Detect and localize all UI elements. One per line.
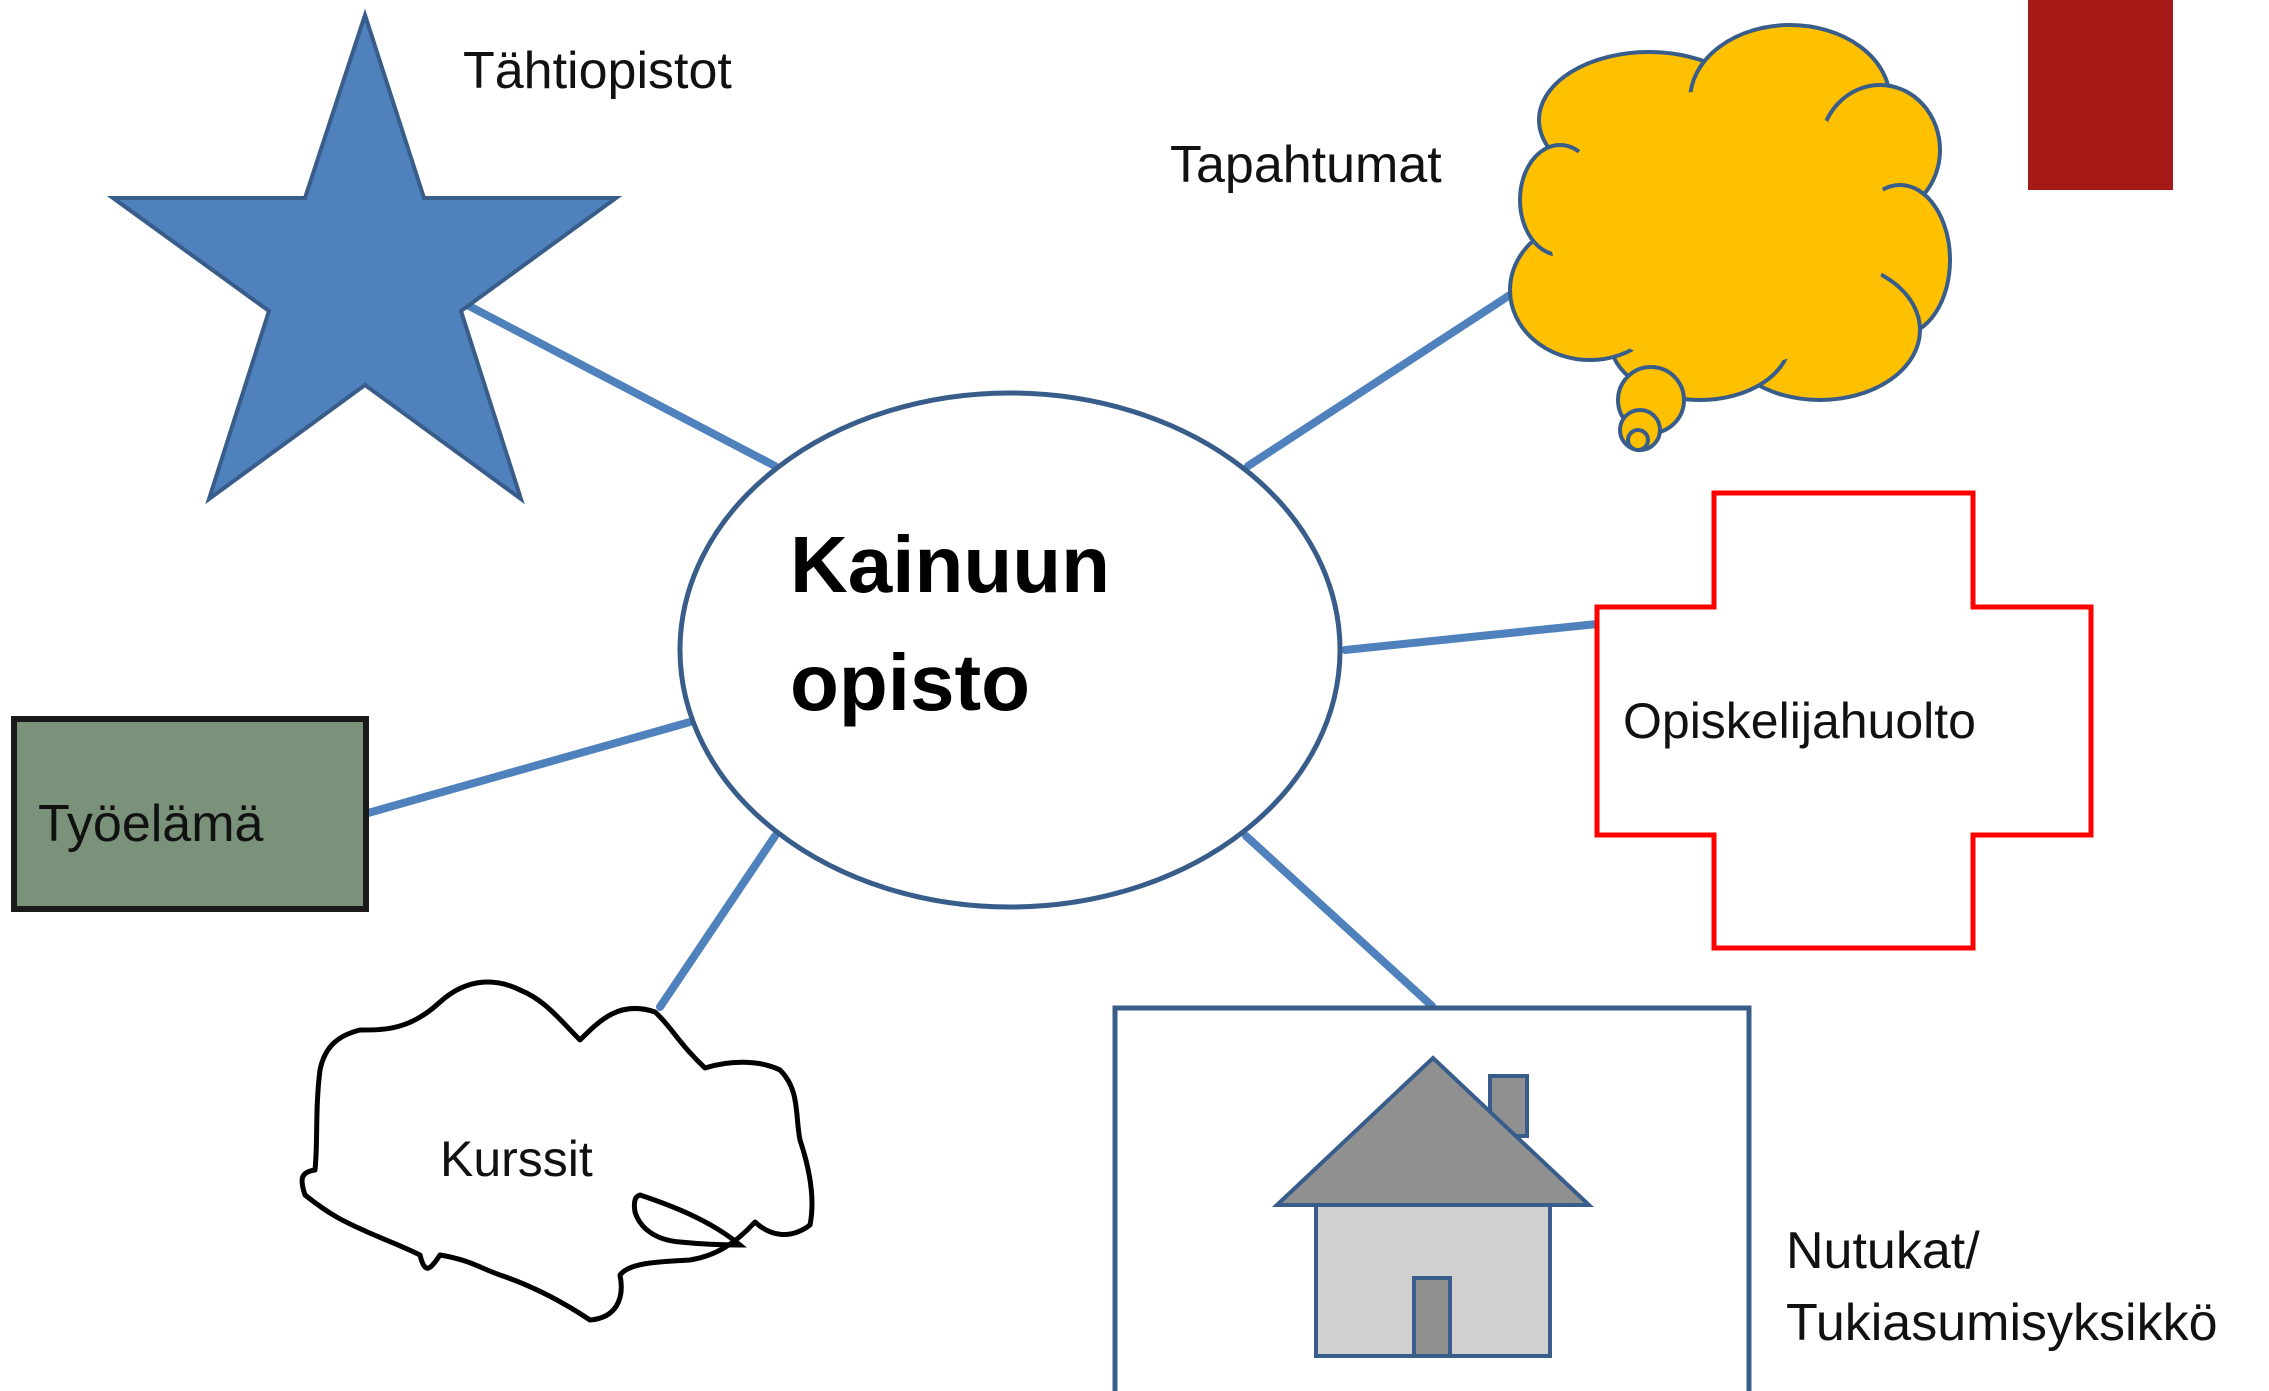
house-label-line2: Tukiasumisyksikkö [1786, 1294, 2218, 1352]
connector-cross [1341, 620, 1601, 654]
center-label-line1: Kainuun [790, 520, 1110, 609]
scribble-label: Kurssit [440, 1131, 593, 1187]
rect-shape[interactable] [11, 716, 369, 912]
connectors [364, 289, 1601, 1011]
scribble-loop [631, 1192, 747, 1248]
cloud-shape[interactable] [1508, 23, 1952, 452]
connector-scribble [656, 832, 779, 1011]
star-shape[interactable] [106, 8, 623, 505]
center-ellipse[interactable] [677, 390, 1343, 910]
scribble-shape[interactable] [299, 979, 815, 1323]
cloud-label: Tapahtumat [1170, 136, 1442, 194]
connector-house [1242, 832, 1436, 1010]
rect-label: Työelämä [38, 795, 264, 853]
cross-shape[interactable] [1594, 490, 2094, 951]
corner-accent-block [2028, 0, 2173, 190]
house-label-line1: Nutukat/ [1786, 1222, 1980, 1280]
star-label: Tähtiopistot [463, 42, 732, 100]
cross-label: Opiskelijahuolto [1623, 693, 1976, 749]
connector-star [446, 292, 779, 470]
center-label-line2: opisto [790, 638, 1030, 727]
door-shape [1412, 1276, 1452, 1358]
connector-cloud [1244, 289, 1517, 470]
connector-rect [364, 718, 694, 817]
roof-shape [1271, 1055, 1595, 1207]
